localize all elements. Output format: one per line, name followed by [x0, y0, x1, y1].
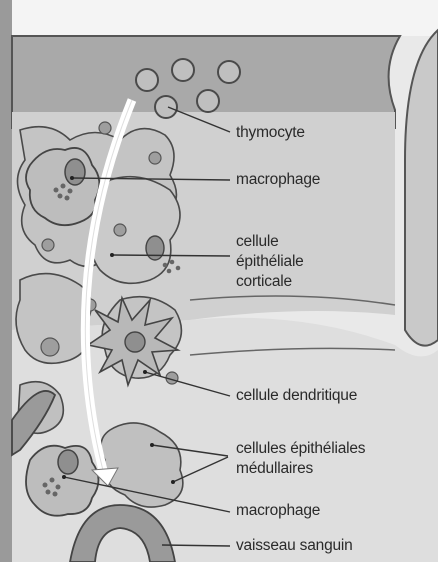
- macrophage-bottom-cell: [26, 446, 99, 516]
- label-thymocyte: thymocyte: [236, 123, 305, 143]
- label-dendritic-cell: cellule dendritique: [236, 386, 357, 406]
- label-blood-vessel: vaisseau sanguin: [236, 536, 353, 556]
- label-macrophage-bottom: macrophage: [236, 501, 320, 521]
- cortical-nucleus: [146, 236, 164, 260]
- label-cortical-epithelial-cell: cellule épithéliale corticale: [236, 232, 304, 292]
- right-lobe: [405, 30, 438, 346]
- left-edge: [0, 0, 12, 562]
- label-medullary-epithelial-cells: cellules épithéliales médullaires: [236, 439, 365, 479]
- top-background: [12, 0, 438, 36]
- macrophage-top-cell: [26, 148, 99, 225]
- label-macrophage-top: macrophage: [236, 170, 320, 190]
